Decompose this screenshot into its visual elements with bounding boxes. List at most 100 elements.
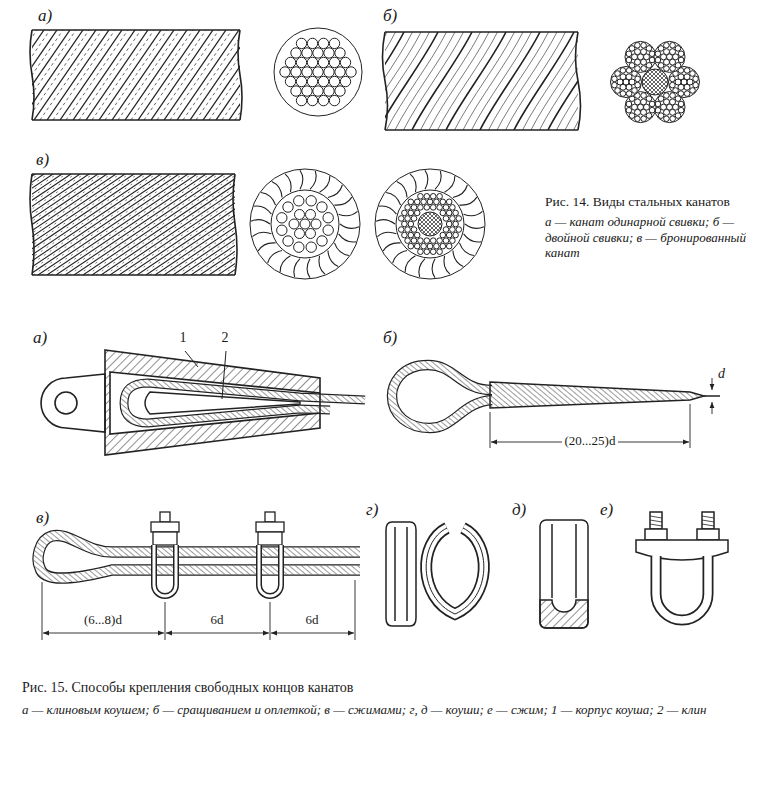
- wire: [632, 88, 638, 94]
- rope-edge: [385, 31, 578, 33]
- wire-line: [56, 174, 206, 275]
- wire: [440, 199, 446, 205]
- z-wire: [445, 176, 455, 192]
- wire: [408, 243, 414, 249]
- wire-line: [168, 174, 235, 275]
- wire: [306, 242, 316, 252]
- z-wire: [377, 232, 396, 236]
- wire: [414, 210, 420, 216]
- strand: [654, 92, 685, 123]
- generated-art: [0, 28, 700, 578]
- wire: [443, 216, 449, 222]
- wire: [424, 205, 430, 211]
- wire: [626, 101, 632, 107]
- bolt-thread: [160, 512, 170, 522]
- u-bolt: [154, 545, 176, 596]
- wire-line: [123, 174, 235, 275]
- wire: [670, 49, 676, 55]
- wire: [446, 199, 452, 205]
- z-wire: [425, 170, 428, 189]
- wire: [646, 113, 652, 119]
- wire: [670, 59, 676, 65]
- wire: [430, 205, 436, 211]
- wire: [684, 84, 690, 90]
- wire-line: [183, 30, 240, 120]
- wire: [678, 74, 684, 80]
- wire: [670, 109, 676, 115]
- wire: [655, 51, 661, 57]
- wire: [641, 49, 647, 55]
- wire: [411, 205, 417, 211]
- wire: [626, 74, 632, 80]
- extension-line: [165, 602, 166, 640]
- z-wire: [383, 243, 400, 251]
- wire: [450, 227, 456, 233]
- dimension-line: [712, 378, 713, 390]
- wire-line: [105, 30, 167, 120]
- wire: [664, 116, 670, 122]
- wire-line: [78, 174, 228, 275]
- wire: [329, 57, 339, 67]
- z-wire: [261, 193, 275, 206]
- wire: [641, 66, 647, 72]
- wire: [670, 66, 676, 72]
- wire: [421, 199, 427, 205]
- rope-clip: [256, 512, 284, 596]
- wire-line: [138, 30, 200, 120]
- wire-line: [125, 30, 187, 120]
- wire-line: [531, 32, 578, 130]
- extension-line: [690, 404, 691, 448]
- wire: [430, 238, 436, 244]
- groove-line: [575, 524, 577, 598]
- wire: [635, 82, 641, 88]
- rope-section: [250, 169, 360, 279]
- z-wire: [272, 181, 282, 197]
- wire: [335, 67, 345, 77]
- wire: [437, 193, 443, 199]
- wire-line: [32, 174, 120, 275]
- rope-tail: [704, 395, 720, 397]
- wire: [684, 74, 690, 80]
- wire-line: [66, 30, 128, 120]
- wire-line: [186, 174, 235, 275]
- wire: [318, 57, 328, 67]
- wire-line: [157, 30, 219, 120]
- rope-lay: [392, 365, 492, 428]
- rope-end: [383, 32, 388, 130]
- wire: [635, 49, 641, 55]
- u-bolt: [656, 556, 708, 620]
- z-wire: [254, 206, 271, 214]
- z-wire: [464, 211, 483, 215]
- wire: [453, 210, 459, 216]
- strand: [654, 41, 685, 72]
- wire: [324, 86, 334, 96]
- z-wire: [339, 234, 356, 242]
- wire-line: [65, 174, 215, 275]
- wire-line: [51, 174, 201, 275]
- wire: [641, 109, 647, 115]
- wire-line: [229, 30, 240, 120]
- wire: [675, 96, 681, 102]
- wire: [626, 57, 632, 63]
- wire-line: [60, 30, 122, 120]
- wire: [302, 67, 312, 77]
- wire: [612, 76, 618, 82]
- wire: [434, 199, 440, 205]
- z-wire: [459, 197, 476, 205]
- wire-line: [60, 174, 210, 275]
- z-wire: [328, 185, 342, 198]
- wire: [405, 205, 411, 211]
- wire: [291, 86, 301, 96]
- z-wire: [376, 220, 395, 224]
- wire-line: [53, 30, 115, 120]
- rope-end: [576, 32, 581, 130]
- bolt-thread: [265, 512, 275, 522]
- wire: [285, 57, 295, 67]
- strand: [669, 67, 700, 98]
- wire: [296, 76, 306, 86]
- wire: [437, 205, 443, 211]
- wire: [690, 88, 696, 94]
- nut: [151, 522, 179, 532]
- wire-line: [69, 174, 219, 275]
